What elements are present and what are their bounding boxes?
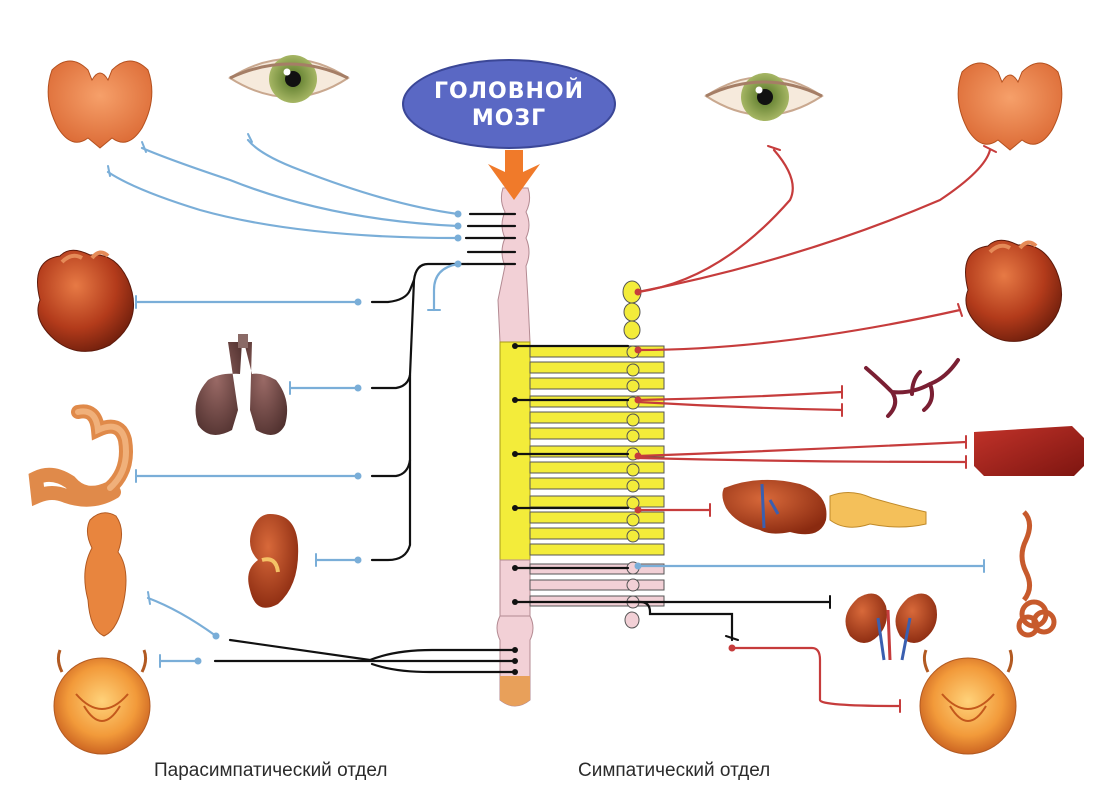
heart-right	[966, 240, 1062, 341]
brain-label-line1: ГОЛОВНОЙ	[404, 78, 614, 105]
sympathetic-label: Симпатический отдел	[578, 760, 770, 782]
kidney-left	[248, 514, 298, 608]
lumbar-rungs	[530, 564, 664, 606]
lungs-left	[196, 334, 288, 435]
sacral-segment	[500, 676, 530, 706]
brain-arrow	[488, 150, 540, 200]
bladder-right	[920, 650, 1016, 754]
intestine-right	[1019, 512, 1054, 635]
liver-left	[85, 513, 126, 636]
bladder-left	[54, 650, 150, 754]
eye-right	[706, 73, 822, 121]
brain-label: ГОЛОВНОЙ МОЗГ	[404, 78, 614, 132]
kidneys-right	[846, 594, 938, 661]
eye-left	[230, 55, 348, 103]
brain-label-line2: МОЗГ	[404, 105, 614, 132]
blood-vessels-right	[866, 360, 958, 416]
thyroid-left	[48, 61, 152, 148]
heart-left	[38, 250, 134, 351]
sympathetic-ladder-rungs	[530, 346, 664, 555]
stomach-intestine-left	[36, 411, 126, 499]
muscle-right	[974, 426, 1084, 476]
parasympathetic-label: Парасимпатический отдел	[154, 760, 387, 782]
parasympathetic-fibers	[108, 134, 518, 675]
pancreas-right	[830, 492, 926, 527]
thyroid-right	[958, 63, 1062, 150]
liver-right	[722, 480, 826, 534]
spinal-cord	[497, 188, 533, 706]
